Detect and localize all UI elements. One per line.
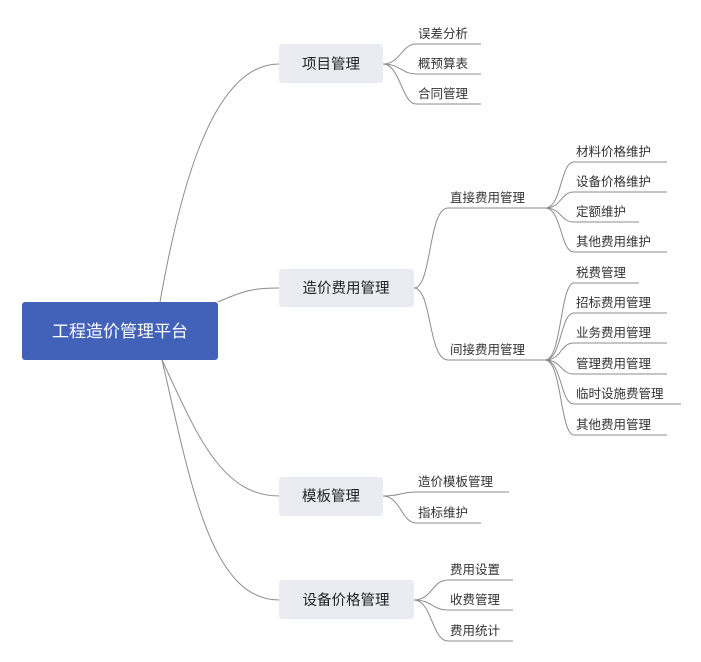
connector-direct-3 [544, 207, 575, 223]
branch-node-equipment[interactable]: 设备价格管理 [279, 580, 414, 619]
connector-equipment-3 [413, 599, 449, 642]
leaf-direct-4[interactable]: 其他费用维护 [576, 234, 651, 249]
subnode-cost-direct[interactable]: 直接费用管理 [450, 190, 526, 205]
connector-project-3 [382, 63, 417, 105]
root-node-label: 工程造价管理平台 [52, 322, 188, 342]
leaf-indirect-6[interactable]: 其他费用管理 [576, 417, 652, 432]
leaf-direct-1[interactable]: 材料价格维护 [576, 144, 651, 159]
connector-indirect-1 [544, 282, 575, 361]
subnode-equipment-3[interactable]: 费用统计 [450, 623, 500, 638]
connector-cost-direct [413, 207, 449, 289]
connector-indirect-2 [544, 312, 575, 361]
connector-cost-indirect [413, 287, 449, 361]
connector-root-project [159, 63, 280, 303]
connector-root-template [161, 359, 280, 497]
leaf-indirect-1[interactable]: 税费管理 [576, 265, 627, 280]
leaf-direct-2[interactable]: 设备价格维护 [576, 174, 651, 189]
leaf-direct-3[interactable]: 定额维护 [576, 204, 626, 219]
branch-label-template: 模板管理 [302, 487, 360, 505]
connectors-project [382, 43, 481, 105]
leaf-indirect-3[interactable]: 业务费用管理 [576, 325, 652, 340]
connectors-template [382, 491, 509, 524]
connector-direct-2 [544, 191, 575, 209]
branch-node-template[interactable]: 模板管理 [279, 477, 383, 516]
connector-template-1 [382, 491, 417, 497]
root-node-box[interactable] [22, 302, 218, 360]
subnode-equipment-1[interactable]: 费用设置 [450, 562, 500, 577]
subnode-project-1[interactable]: 误差分析 [418, 26, 468, 41]
connector-direct-1 [544, 161, 575, 209]
connectors-cost [413, 161, 681, 436]
connector-indirect-3 [544, 342, 575, 361]
connector-equipment-1 [413, 579, 449, 601]
branch-label-project: 项目管理 [302, 56, 360, 73]
branch-label-equipment: 设备价格管理 [303, 592, 390, 609]
connector-indirect-6 [544, 359, 575, 436]
connectors-root [159, 63, 280, 601]
branch-box-template[interactable] [279, 477, 383, 516]
root-node[interactable]: 工程造价管理平台 [22, 302, 218, 360]
branch-box-cost[interactable] [279, 269, 414, 307]
branch-box-project[interactable] [279, 44, 383, 83]
branch-box-equipment[interactable] [279, 580, 414, 619]
leaf-indirect-2[interactable]: 招标费用管理 [576, 295, 652, 310]
branch-node-cost[interactable]: 造价费用管理 [279, 269, 414, 307]
leaf-indirect-5[interactable]: 临时设施费管理 [576, 386, 664, 401]
branch-node-project[interactable]: 项目管理 [279, 44, 383, 83]
subnode-project-3[interactable]: 合同管理 [418, 86, 469, 101]
connector-direct-4 [544, 207, 575, 253]
connector-indirect-5 [544, 359, 575, 405]
subnode-equipment-2[interactable]: 收费管理 [450, 592, 501, 607]
connector-root-cost [217, 287, 280, 303]
connector-template-2 [382, 495, 417, 524]
subnode-project-2[interactable]: 概预算表 [418, 56, 469, 71]
subnode-template-2[interactable]: 指标维护 [418, 505, 468, 520]
connector-project-1 [382, 43, 417, 65]
subnode-cost-indirect[interactable]: 间接费用管理 [450, 342, 526, 357]
connectors-equipment [413, 579, 513, 642]
connector-root-equipment [161, 359, 280, 601]
leaf-indirect-4[interactable]: 管理费用管理 [576, 356, 652, 371]
branch-label-cost: 造价费用管理 [303, 280, 390, 297]
subnode-template-1[interactable]: 造价模板管理 [418, 474, 494, 489]
